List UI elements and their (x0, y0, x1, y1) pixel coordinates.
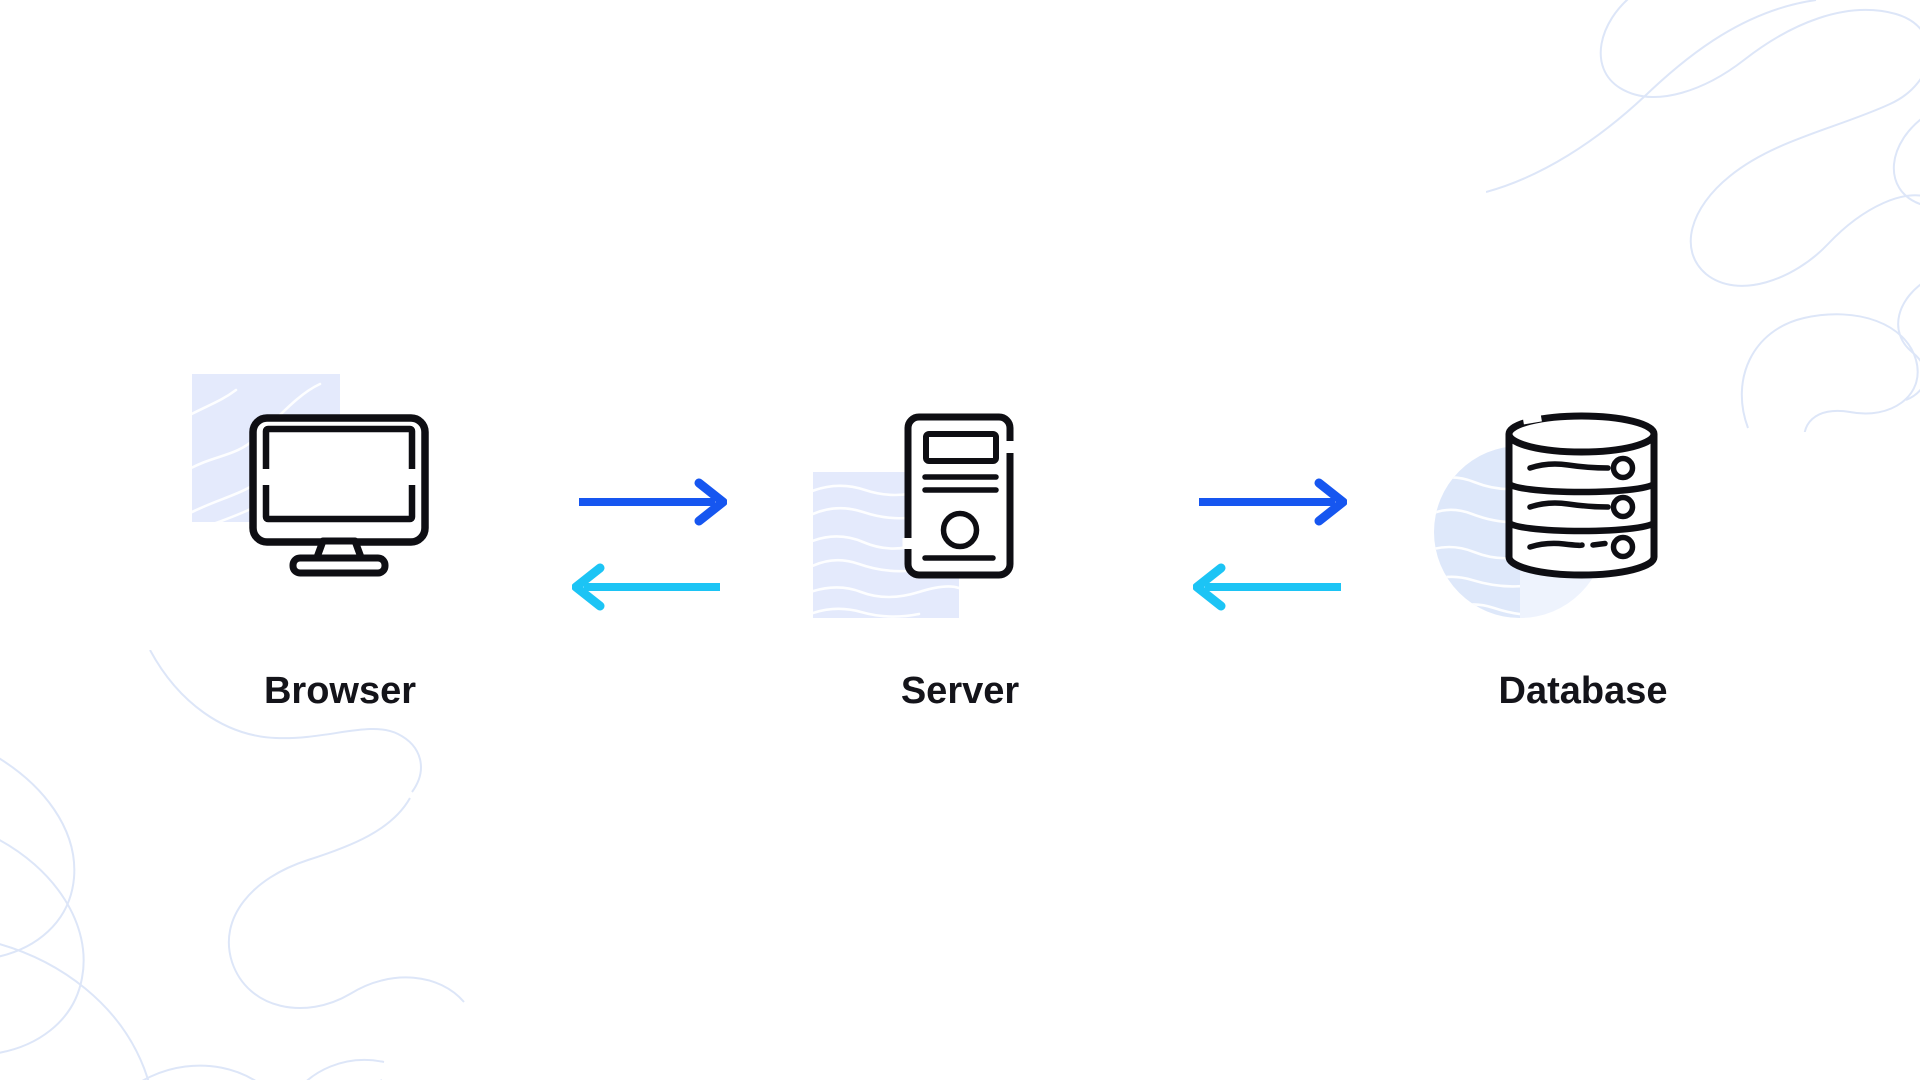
arrow-database-to-server-icon (1193, 563, 1341, 611)
squiggle-pattern-bottom-left (0, 650, 465, 1080)
arrow-server-to-browser-icon (572, 563, 720, 611)
arrow-browser-to-server-icon (579, 478, 727, 526)
database-label: Database (1498, 670, 1668, 712)
monitor-icon (249, 414, 429, 577)
browser-label: Browser (263, 670, 417, 712)
arrow-server-to-database-icon (1199, 478, 1347, 526)
squiggle-pattern-top-right (1486, 0, 1920, 432)
server-tower-icon (902, 413, 1016, 579)
database-cylinder-icon (1505, 410, 1658, 579)
server-label: Server (900, 670, 1020, 712)
